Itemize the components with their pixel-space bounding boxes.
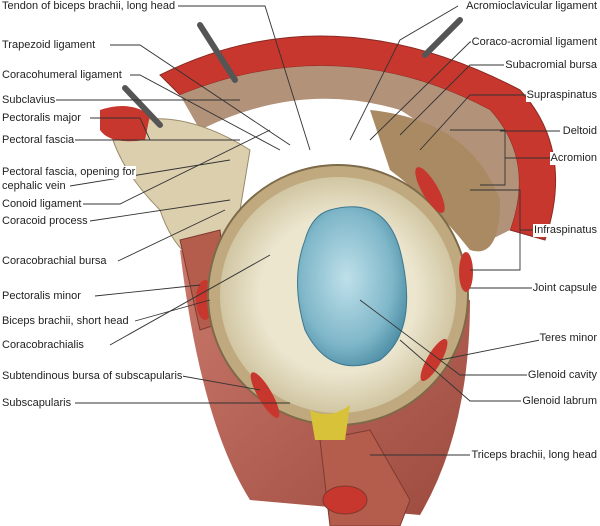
pectoralis-major <box>100 106 150 142</box>
label-joint-capsule: Joint capsule <box>531 282 598 295</box>
label-coracohumeral-ligament: Coracohumeral ligament <box>1 69 123 82</box>
infraspinatus-cut <box>459 252 473 292</box>
retractor <box>122 85 163 128</box>
triceps-cut <box>322 485 368 515</box>
label-coraco-acromial-ligament: Coraco-acromial ligament <box>470 36 598 49</box>
label-pectoral-fascia-opening: Pectoral fascia, opening for <box>1 166 137 179</box>
subscapularis-cut <box>250 372 280 418</box>
label-subacromial-bursa: Subacromial bursa <box>504 59 598 72</box>
supraspinatus <box>180 65 519 251</box>
label-coracoid-process: Coracoid process <box>1 215 89 228</box>
label-glenoid-cavity: Glenoid cavity <box>526 369 598 382</box>
label-coracobrachialis: Coracobrachialis <box>1 339 85 352</box>
label-conoid-ligament: Conoid ligament <box>1 198 83 211</box>
label-cephalic-vein: cephalic vein <box>1 180 67 193</box>
label-subtendinous-bursa: Subtendinous bursa of subscapularis <box>1 370 184 383</box>
label-glenoid-labrum: Glenoid labrum <box>521 395 598 408</box>
label-pectoral-fascia: Pectoral fascia <box>1 134 76 147</box>
label-teres-minor: Teres minor <box>538 332 598 345</box>
label-subclavius: Subclavius <box>1 94 57 107</box>
fat <box>310 405 350 440</box>
label-infraspinatus: Infraspinatus <box>533 224 598 237</box>
label-pectoralis-minor: Pectoralis minor <box>1 290 82 303</box>
label-deltoid: Deltoid <box>561 125 598 138</box>
retractor <box>197 22 238 83</box>
glenoid-cavity <box>297 206 408 367</box>
supraspinatus-cut <box>415 167 445 213</box>
label-coracobrachial-bursa: Coracobrachial bursa <box>1 255 108 268</box>
label-trapezoid-ligament: Trapezoid ligament <box>1 39 97 52</box>
label-subscapularis: Subscapularis <box>1 397 73 410</box>
label-triceps-long-head: Triceps brachii, long head <box>470 449 598 462</box>
label-acromion: Acromion <box>549 152 598 165</box>
teres-minor-cut <box>420 338 448 382</box>
retractor <box>422 17 463 58</box>
label-pectoralis-major: Pectoralis major <box>1 112 82 125</box>
label-acromioclavicular-ligament: Acromioclavicular ligament <box>465 0 598 13</box>
label-supraspinatus: Supraspinatus <box>525 89 598 102</box>
label-tendon-biceps-long-head: Tendon of biceps brachii, long head <box>1 0 177 13</box>
acromion <box>370 110 500 252</box>
label-biceps-short-head: Biceps brachii, short head <box>1 315 130 328</box>
